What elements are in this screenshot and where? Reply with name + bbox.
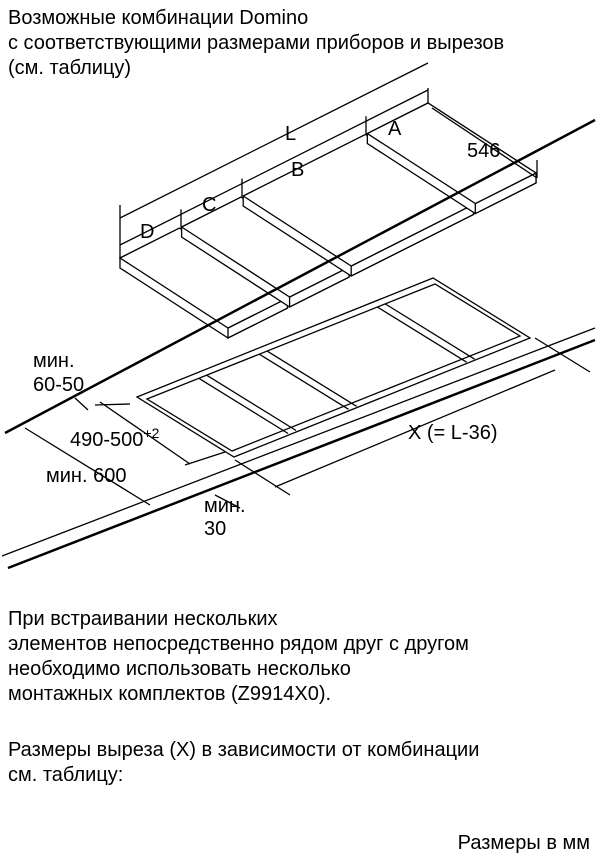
title-line: Возможные комбинации Domino <box>8 7 309 29</box>
page-title: Возможные комбинации Domino с соответств… <box>8 6 504 81</box>
dim-line-546 <box>431 107 538 179</box>
dim-line-min-60-50 <box>74 397 89 411</box>
dim-line-490-500 <box>99 401 191 465</box>
countertop-front-edge-lower <box>7 338 596 570</box>
dim-label-B: B <box>291 159 304 181</box>
support-bar <box>266 350 357 407</box>
dim-label-A: A <box>388 118 402 140</box>
title-line: с соответствующими размерами приборов и … <box>8 32 505 54</box>
countertop-front-edge <box>1 327 596 557</box>
dim-label-min-60-50: мин. <box>33 350 75 372</box>
title-line: (см. таблицу) <box>8 57 132 79</box>
note-line: элементов непосредственно рядом друг с д… <box>8 633 469 655</box>
dim-line-X <box>274 369 556 488</box>
dim-label-min-600: мин. 600 <box>46 465 126 487</box>
extension-line <box>94 403 131 406</box>
note-line: см. таблицу: <box>8 764 124 786</box>
dim-label-546: 546 <box>467 140 500 162</box>
note-line: При встраивании нескольких <box>8 608 278 630</box>
extension-line <box>234 459 291 496</box>
dim-label-L: L <box>285 123 296 145</box>
cutout-inner-rim <box>145 283 522 452</box>
note-cutout-size: Размеры выреза (X) в зависимости от комб… <box>8 738 479 788</box>
extension-line <box>184 451 226 466</box>
dim-line-min-30 <box>214 494 241 509</box>
support-bar <box>198 377 289 435</box>
dim-line-min-600 <box>24 427 151 506</box>
dim-label-cutout-depth: 490-500+2 <box>70 425 160 451</box>
dim-line-L <box>119 62 429 219</box>
support-bar <box>206 374 297 432</box>
dim-label-min-60-50-value: 60-50 <box>33 374 84 396</box>
dim-label-C: C <box>202 194 216 216</box>
support-bar <box>385 303 475 360</box>
dim-label-min-30: мин. <box>204 495 246 517</box>
support-bar <box>258 353 349 410</box>
note-line: Размеры выреза (X) в зависимости от комб… <box>8 739 480 761</box>
support-bar <box>377 306 467 363</box>
countertop-back-edge <box>4 118 596 435</box>
note-line: необходимо использовать несколько <box>8 658 351 680</box>
dim-line-parts <box>119 89 429 246</box>
dim-label-D: D <box>140 221 154 243</box>
hob-panel-a-top <box>366 102 538 205</box>
dim-label-min-30-value: 30 <box>204 518 226 540</box>
note-multiple-elements: При встраивании нескольких элементов неп… <box>8 607 469 707</box>
dim-label-cutout-width: X (= L-36) <box>408 422 497 444</box>
units-note: Размеры в мм <box>457 832 590 854</box>
extension-line <box>534 337 591 373</box>
installation-diagram: L A 546 B C D мин. 60-50 490-500+2 X (= … <box>1 62 596 570</box>
note-line: монтажных комплектов (Z9914X0). <box>8 683 332 705</box>
